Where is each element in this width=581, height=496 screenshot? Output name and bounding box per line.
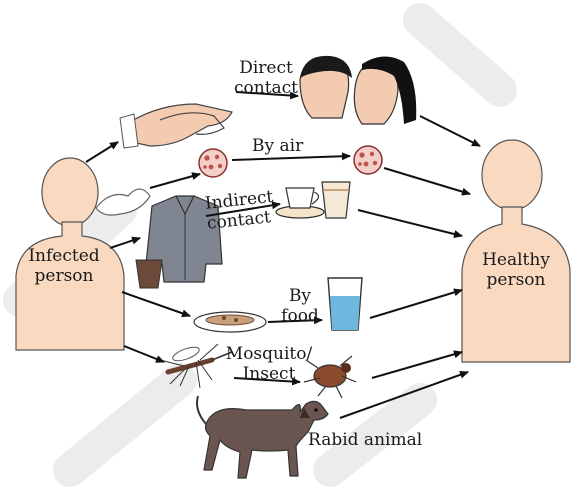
arrow-air-1 [150,174,200,188]
arrow-air-2 [232,156,350,160]
indirect-contact-label: Indirect contact [204,187,276,234]
by-food-label: By food [276,286,324,326]
infected-label-line1: Infected [18,246,110,266]
handshake-icon [120,104,232,148]
arrow-to-shirt [110,238,140,248]
arrow-to-mosquito [124,346,164,362]
direct-contact-line1: Direct [228,58,304,78]
by-food-line2: food [276,306,324,326]
arrow-to-handshake [86,142,118,162]
by-air-label: By air [252,136,303,156]
germ-icon [199,149,227,177]
healthy-label-line1: Healthy [466,250,566,270]
arrow-to-food [122,292,190,316]
germ-icon [354,146,382,174]
by-food-line1: By [276,286,324,306]
arrow-indirect-to-healthy [358,210,462,236]
arrow-food-to-healthy [370,290,462,318]
arrow-mosquito-to-healthy [372,352,462,378]
direct-contact-label: Direct contact [228,58,304,98]
arrow-air-to-healthy [384,168,470,194]
direct-contact-line2: contact [228,78,304,98]
rabid-animal-label: Rabid animal [308,430,422,450]
cup-and-glass-icon [276,182,350,218]
healthy-person-label: Healthy person [466,250,566,290]
infected-label-line2: person [18,266,110,286]
kissing-couple-icon [300,56,416,124]
infected-person-label: Infected person [18,246,110,286]
arrow-kiss-to-healthy [420,116,480,146]
mosquito-line1: Mosquito/ [214,344,324,364]
mosquito-insect-label: Mosquito/ Insect [214,344,324,384]
healthy-label-line2: person [466,270,566,290]
water-glass-icon [328,278,362,330]
mosquito-line2: Insect [214,364,324,384]
food-plate-icon [194,312,266,332]
cup-icon [136,260,162,288]
